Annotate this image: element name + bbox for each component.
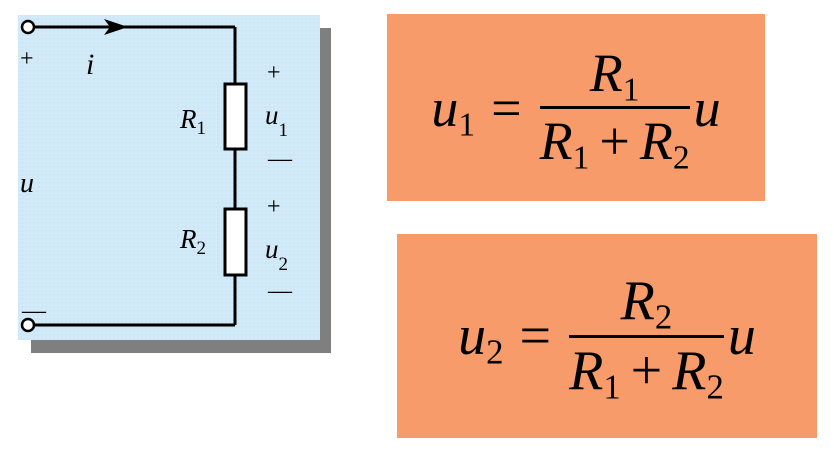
circuit-panel	[18, 15, 320, 340]
formula-u2-factor: u	[727, 305, 756, 367]
u2-minus-sign: —	[267, 278, 293, 304]
formula-u1-lhs-sub: 1	[458, 105, 476, 143]
formula-u1-fraction-bar	[539, 106, 690, 109]
formula-u2-den-b: R	[672, 339, 707, 402]
r2-label-name: R	[179, 224, 197, 254]
formula-u1-lhs-var: u	[431, 77, 459, 138]
formula-u2-den-a-sub: 1	[603, 367, 621, 407]
formula-u2-den-b-sub: 2	[706, 367, 724, 407]
formula-u1: u1 = R1 R1+R2 u	[431, 43, 721, 175]
u1-label-sub: 1	[279, 120, 289, 141]
formula-u1-den-a: R	[539, 111, 573, 171]
u1-plus-sign: +	[267, 60, 281, 86]
u2-label-name: u	[265, 234, 279, 264]
r1-label-name: R	[179, 104, 197, 134]
formula-u2-lhs-sub: 2	[486, 332, 504, 372]
current-arrow-icon	[104, 19, 128, 35]
current-label: i	[86, 48, 94, 81]
bottom-terminal	[20, 317, 36, 333]
formula-u2-lhs-var: u	[458, 305, 487, 367]
formula-u1-den-a-sub: 1	[572, 139, 590, 177]
formula-u2: u2 = R2 R1+R2 u	[458, 269, 756, 404]
r2-label-sub: 2	[197, 238, 207, 259]
formula-u1-den-b-sub: 2	[672, 139, 690, 177]
formula-u2-lhs: u2	[458, 304, 503, 370]
u1-minus-sign: —	[267, 146, 293, 172]
formula-u1-box: u1 = R1 R1+R2 u	[387, 14, 765, 201]
top-terminal	[20, 19, 36, 35]
source-voltage-label: u	[20, 168, 34, 199]
formula-u2-fraction-bar	[569, 334, 724, 338]
u2-plus-sign: +	[267, 194, 281, 220]
formula-u2-fraction: R2 R1+R2	[569, 269, 724, 404]
formula-u2-den-op: +	[630, 339, 663, 402]
source-plus-sign: +	[20, 46, 34, 72]
formula-u1-num-sub: 1	[622, 71, 640, 109]
formula-u2-denominator: R1+R2	[569, 339, 724, 404]
formula-u2-numerator: R2	[620, 269, 673, 334]
r2-label: R2	[179, 224, 206, 259]
resistor-r1	[223, 82, 248, 151]
formula-u1-equals: =	[491, 77, 522, 138]
formula-u1-den-b: R	[639, 111, 673, 171]
u2-label: u2	[265, 234, 288, 275]
formula-u2-den-a: R	[569, 339, 604, 402]
formula-u2-num-var: R	[620, 269, 655, 332]
u1-label: u1	[265, 100, 288, 141]
r1-label-sub: 1	[197, 118, 207, 139]
formula-u2-equals: =	[519, 305, 552, 367]
resistor-r2	[223, 207, 248, 277]
formula-u1-fraction: R1 R1+R2	[539, 43, 690, 175]
formula-u1-num-var: R	[589, 43, 623, 104]
r1-label: R1	[179, 104, 206, 139]
formula-u1-den-op: +	[599, 111, 630, 171]
u1-label-name: u	[265, 100, 279, 130]
formula-u2-num-sub: 2	[654, 297, 673, 337]
formula-u1-denominator: R1+R2	[539, 111, 690, 175]
formula-u1-lhs: u1	[431, 77, 475, 142]
source-minus-sign: —	[21, 298, 47, 324]
u2-label-sub: 2	[279, 254, 289, 275]
formula-u1-factor: u	[693, 77, 721, 138]
formula-u2-box: u2 = R2 R1+R2 u	[397, 234, 817, 438]
formula-u1-numerator: R1	[589, 43, 640, 107]
